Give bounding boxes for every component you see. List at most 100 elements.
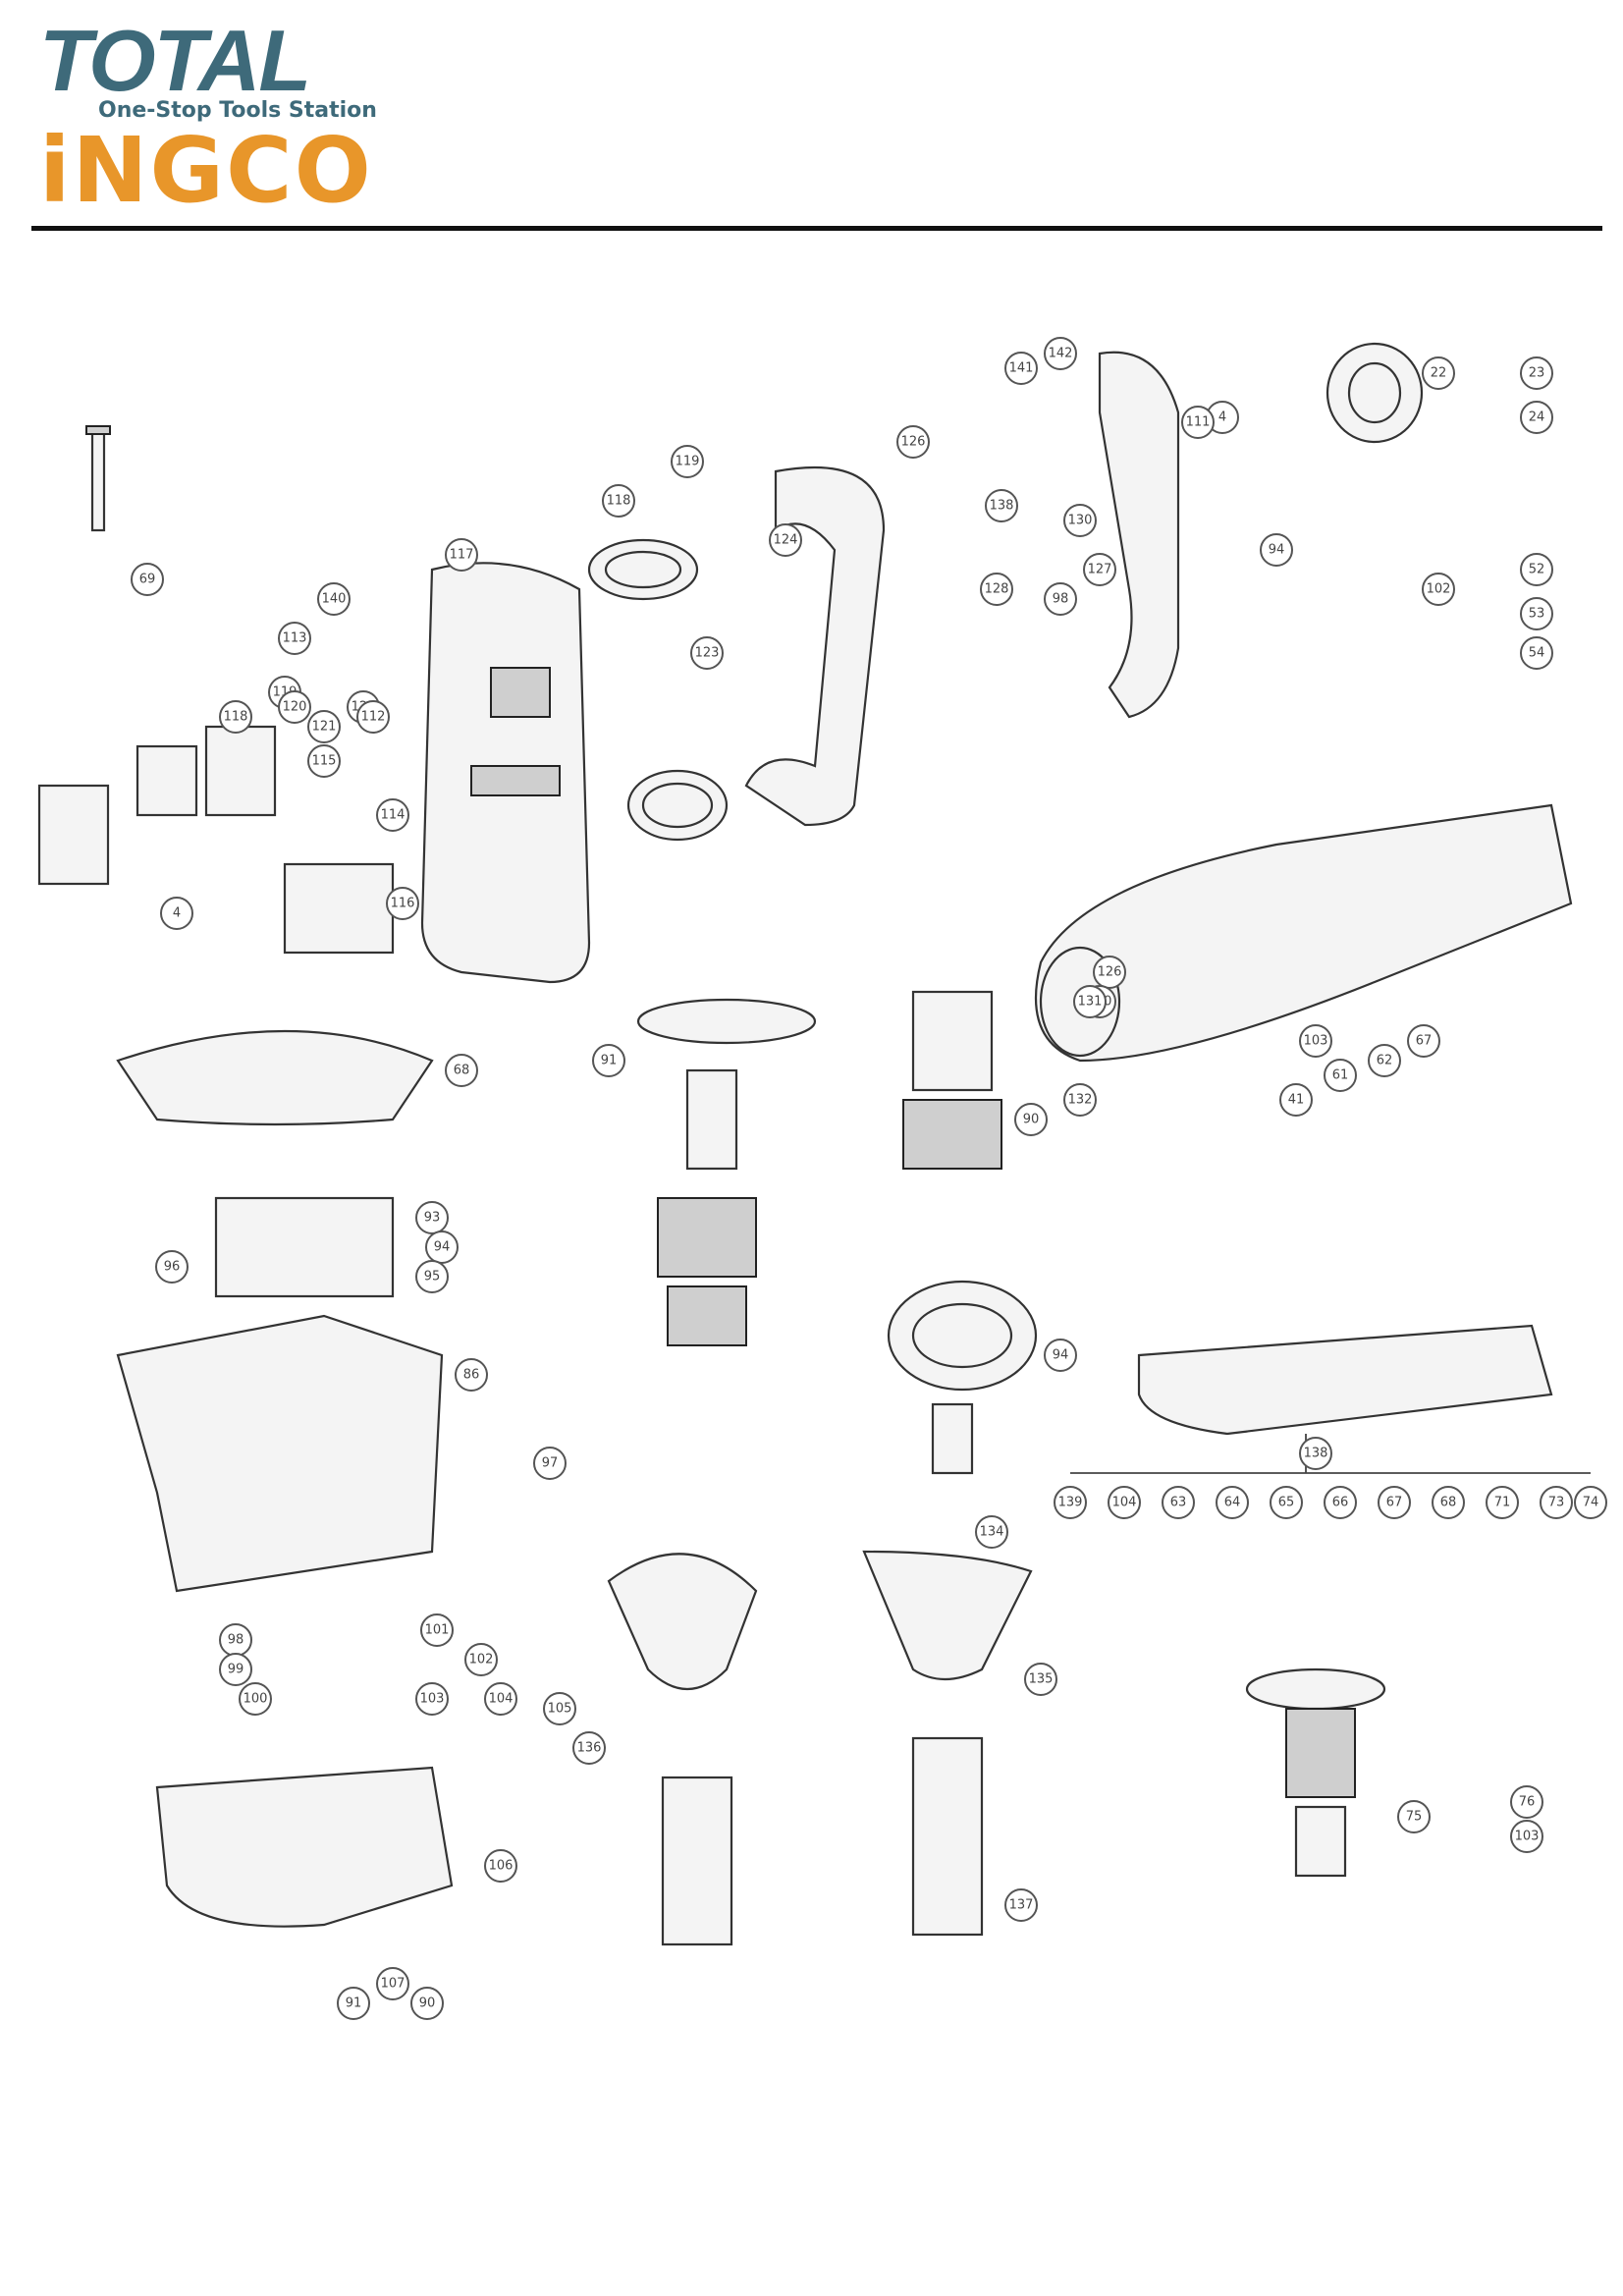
part-callout-label: 116 bbox=[391, 897, 415, 911]
part-callout: 130 bbox=[1063, 504, 1097, 537]
part-callout: 101 bbox=[420, 1613, 454, 1647]
part-callout: 24 bbox=[1520, 401, 1553, 434]
part-callout: 65 bbox=[1270, 1486, 1303, 1519]
part-callout-label: 103 bbox=[1304, 1034, 1328, 1049]
part-callout-label: 76 bbox=[1519, 1795, 1536, 1810]
part-callout: 99 bbox=[219, 1653, 252, 1686]
part-callout: 106 bbox=[484, 1849, 517, 1883]
part-callout: 97 bbox=[533, 1447, 567, 1480]
rear-housing-part bbox=[420, 562, 591, 984]
part-callout-label: 4 bbox=[1218, 410, 1226, 425]
part-callout-label: 102 bbox=[469, 1653, 494, 1667]
part-callout-label: 71 bbox=[1494, 1496, 1511, 1510]
part-callout: 126 bbox=[1093, 956, 1126, 989]
part-callout: 114 bbox=[376, 798, 409, 832]
part-callout: 112 bbox=[356, 700, 390, 734]
seal-ring-part bbox=[1325, 342, 1424, 444]
part-callout: 98 bbox=[219, 1623, 252, 1657]
part-callout-label: 141 bbox=[1009, 361, 1034, 376]
part-callout: 138 bbox=[985, 489, 1018, 522]
part-callout-label: 23 bbox=[1529, 366, 1545, 381]
motor-housing-part bbox=[116, 1314, 444, 1593]
part-callout-label: 126 bbox=[901, 435, 926, 450]
part-callout-label: 135 bbox=[1029, 1672, 1054, 1687]
part-callout: 118 bbox=[602, 484, 635, 518]
part-callout-label: 128 bbox=[985, 582, 1009, 597]
part-callout: 113 bbox=[278, 622, 311, 655]
part-callout-label: 24 bbox=[1529, 410, 1545, 425]
part-callout-label: 114 bbox=[381, 808, 406, 823]
part-callout-label: 63 bbox=[1170, 1496, 1187, 1510]
part-callout-label: 138 bbox=[1304, 1447, 1328, 1461]
part-callout-label: 112 bbox=[361, 710, 386, 725]
part-callout-label: 137 bbox=[1009, 1898, 1034, 1913]
part-callout: 142 bbox=[1044, 337, 1077, 370]
part-callout: 73 bbox=[1540, 1486, 1573, 1519]
part-callout: 127 bbox=[1083, 553, 1116, 586]
part-callout: 134 bbox=[975, 1515, 1008, 1549]
part-callout: 96 bbox=[155, 1250, 189, 1284]
part-callout-label: 107 bbox=[381, 1977, 406, 1992]
part-callout-label: 118 bbox=[224, 710, 248, 725]
part-callout-label: 96 bbox=[164, 1260, 181, 1275]
part-callout-label: 74 bbox=[1583, 1496, 1599, 1510]
header-divider bbox=[31, 226, 1602, 231]
part-callout-label: 127 bbox=[1088, 563, 1112, 577]
stator-part bbox=[116, 1029, 434, 1298]
part-callout: 75 bbox=[1397, 1800, 1431, 1833]
part-callout-label: 94 bbox=[434, 1240, 451, 1255]
part-callout: 67 bbox=[1407, 1024, 1440, 1058]
part-callout: 63 bbox=[1162, 1486, 1195, 1519]
side-handle-clamp-part bbox=[887, 1280, 1038, 1475]
part-callout-label: 86 bbox=[463, 1368, 480, 1383]
part-callout: 93 bbox=[415, 1201, 449, 1234]
bottom-cover-part bbox=[155, 1766, 454, 1928]
part-callout: 64 bbox=[1216, 1486, 1249, 1519]
part-callout-label: 68 bbox=[454, 1064, 470, 1078]
part-callout: 67 bbox=[1378, 1486, 1411, 1519]
part-callout: 23 bbox=[1520, 356, 1553, 390]
part-callout-label: 65 bbox=[1278, 1496, 1295, 1510]
part-callout-label: 95 bbox=[424, 1270, 441, 1285]
top-cover-part bbox=[1070, 1324, 1591, 1474]
part-callout-label: 54 bbox=[1529, 646, 1545, 661]
part-callout: 98 bbox=[1044, 582, 1077, 616]
part-callout: 86 bbox=[455, 1358, 488, 1392]
part-callout-label: 75 bbox=[1406, 1810, 1423, 1825]
part-callout-label: 64 bbox=[1224, 1496, 1241, 1510]
part-callout-label: 123 bbox=[695, 646, 720, 661]
part-callout-label: 104 bbox=[489, 1692, 514, 1707]
gear-housing-part bbox=[1034, 803, 1573, 1063]
part-callout: 119 bbox=[671, 445, 704, 478]
part-callout-label: 41 bbox=[1288, 1093, 1305, 1108]
part-callout: 100 bbox=[239, 1682, 272, 1716]
part-callout: 118 bbox=[219, 700, 252, 734]
part-callout: 141 bbox=[1004, 352, 1038, 385]
part-callout-label: 90 bbox=[419, 1996, 436, 2011]
part-callout: 121 bbox=[307, 710, 341, 743]
part-callout: 69 bbox=[131, 563, 164, 596]
part-callout-label: 134 bbox=[980, 1525, 1004, 1540]
part-callout: 4 bbox=[160, 897, 193, 930]
part-callout-label: 90 bbox=[1023, 1113, 1040, 1127]
part-callout: 117 bbox=[445, 538, 478, 572]
part-callout: 124 bbox=[769, 523, 802, 557]
part-callout-label: 73 bbox=[1548, 1496, 1565, 1510]
part-callout-label: 117 bbox=[450, 548, 474, 563]
part-callout-label: 98 bbox=[228, 1633, 244, 1648]
part-callout-label: 94 bbox=[1269, 543, 1285, 558]
part-callout-label: 98 bbox=[1053, 592, 1069, 607]
part-callout: 68 bbox=[445, 1054, 478, 1087]
part-callout-label: 124 bbox=[774, 533, 798, 548]
part-callout-label: 118 bbox=[607, 494, 631, 509]
part-callout: 104 bbox=[1108, 1486, 1141, 1519]
part-callout-label: 103 bbox=[420, 1692, 445, 1707]
part-callout-label: 91 bbox=[601, 1054, 618, 1068]
spare-armature-part bbox=[1245, 1667, 1386, 1878]
part-callout-label: 120 bbox=[283, 700, 307, 715]
part-callout: 140 bbox=[317, 582, 351, 616]
part-callout-label: 4 bbox=[173, 906, 181, 921]
part-callout: 103 bbox=[415, 1682, 449, 1716]
part-callout: 136 bbox=[572, 1731, 606, 1765]
part-callout: 131 bbox=[1073, 985, 1107, 1018]
